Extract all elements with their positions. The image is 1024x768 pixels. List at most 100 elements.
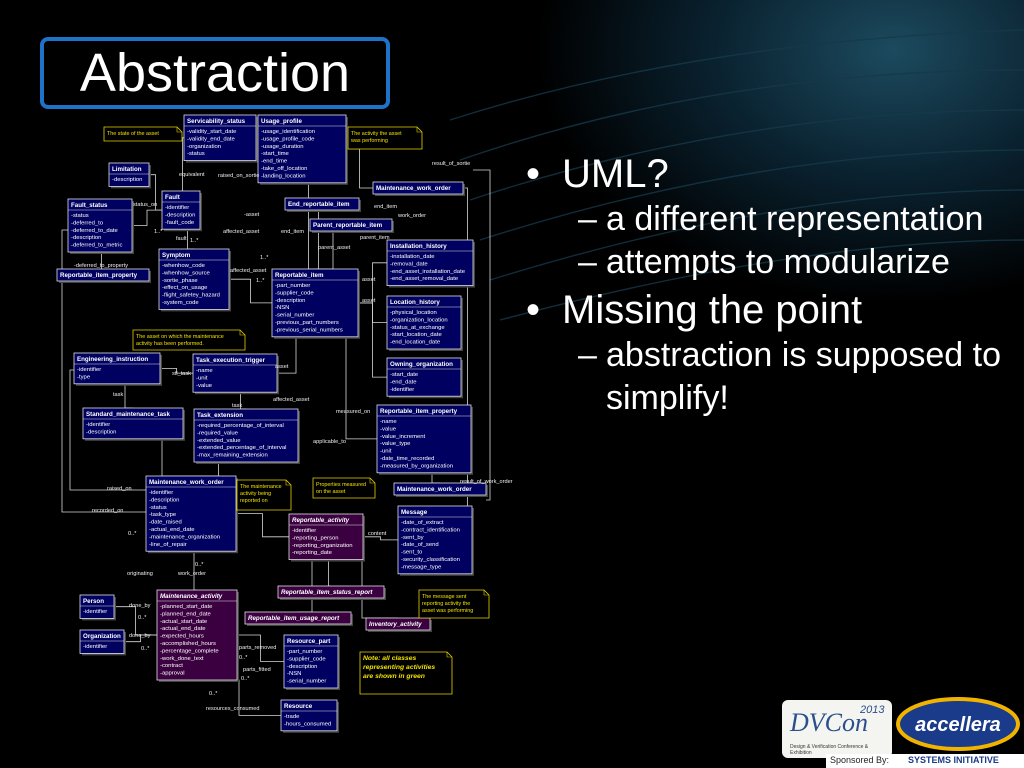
- class-title: Parent_reportable_item: [313, 222, 383, 229]
- class-box: Engineering_instruction-identifier-type: [73, 352, 162, 386]
- note-text: representing activities: [363, 664, 435, 671]
- association-line: [473, 169, 491, 501]
- class-attribute: -maintenance_organization: [149, 534, 220, 540]
- association-lines: [61, 137, 491, 716]
- class-title: Engineering_instruction: [77, 356, 148, 363]
- association-label: -deferred_to_property: [74, 263, 128, 269]
- note-text: The asset on which the maintenance: [136, 334, 224, 340]
- class-box: Fault-identifier-description-fault_code: [161, 190, 202, 232]
- class-attribute: -end_time: [261, 159, 288, 165]
- class-title: Task_extension: [197, 412, 243, 419]
- class-box: Message-date_of_extract-contract_identif…: [397, 505, 474, 576]
- note-box: The state of the asset: [103, 126, 183, 142]
- association-label: resources_consumed: [206, 706, 259, 712]
- class-attribute: -status: [149, 505, 167, 511]
- class-box: Resource_part-part_number-supplier_code-…: [283, 634, 340, 690]
- class-box: Person-identifier: [79, 594, 116, 621]
- slide-title: Abstraction: [79, 43, 351, 103]
- association-label: done_by: [129, 603, 151, 609]
- class-attribute: -extended_value: [197, 438, 241, 444]
- association-label: raised_on: [107, 486, 132, 492]
- class-attribute: -end_date: [390, 379, 417, 385]
- systems-initiative-label: SYSTEMS INITIATIVE: [908, 755, 999, 765]
- association-label: fault: [176, 236, 187, 242]
- association-label: equivalent: [179, 172, 205, 178]
- association-line: [236, 513, 289, 538]
- class-attribute: -type: [77, 374, 91, 380]
- class-attribute: -actual_end_date: [160, 626, 206, 632]
- class-box: Maintenance_work_order: [393, 482, 488, 497]
- note-text: asset was performing: [422, 608, 473, 614]
- class-title: Reportable_item_usage_report: [248, 615, 340, 622]
- class-attribute: -deferred_to_date: [71, 228, 119, 234]
- class-attribute: -organization: [187, 144, 221, 150]
- class-attribute: -landing_location: [261, 173, 306, 179]
- bullet-missing-point: Missing the point: [520, 286, 1010, 334]
- class-box: Maintenance_work_order: [372, 181, 465, 196]
- association-label: 1..*: [190, 238, 199, 244]
- class-attribute: -hours_consumed: [284, 721, 331, 727]
- class-attribute: -contract: [160, 663, 183, 669]
- class-attribute: -part_number: [287, 649, 322, 655]
- association-label: asset: [362, 298, 376, 304]
- class-box: Limitation-description: [108, 162, 151, 189]
- association-label: 0..*: [209, 691, 218, 697]
- association-line: [363, 536, 398, 541]
- class-attribute: -expected_hours: [160, 634, 204, 640]
- sponsor-bar: Sponsored By: SYSTEMS INITIATIVE: [826, 754, 1024, 768]
- dvcon-wordmark: DVCon: [790, 708, 868, 737]
- class-attribute: -removal_date: [390, 261, 428, 267]
- class-box: Reportable_item-part_number-supplier_cod…: [271, 268, 360, 339]
- association-line: [229, 278, 272, 304]
- association-label: result_of_work_order: [460, 479, 513, 485]
- class-attribute: -end_asset_removal_date: [390, 276, 459, 282]
- association-line: [61, 229, 146, 513]
- accellera-logo: accellera: [896, 697, 1020, 751]
- class-attribute: -sent_by: [401, 535, 424, 541]
- class-attribute: -fault_code: [165, 220, 195, 226]
- class-attribute: -usage_duration: [261, 144, 304, 150]
- class-title: Fault: [165, 194, 180, 201]
- association-label: 0..*: [195, 562, 204, 568]
- class-attribute: -validity_end_date: [187, 136, 236, 142]
- class-attribute: -usage_profile_code: [261, 136, 315, 142]
- dvcon-year: 2013: [860, 704, 885, 716]
- class-attribute: -required_percentage_of_interval: [197, 423, 284, 429]
- association-label: task: [232, 403, 242, 409]
- note-text: on the asset: [316, 489, 346, 495]
- sub-bullet-modularize: – attempts to modularize: [520, 241, 1010, 284]
- class-box: Maintenance_work_order-identifier-descri…: [145, 475, 238, 554]
- class-attribute: -description: [287, 664, 317, 670]
- note-text: The message sent: [422, 594, 467, 600]
- class-attribute: -identifier: [292, 528, 316, 534]
- class-title: Reportable_item_status_report: [281, 589, 373, 596]
- class-attribute: -description: [149, 497, 179, 503]
- note-text: was performing: [350, 138, 388, 144]
- note-text: Properties measured: [316, 482, 366, 488]
- class-box: Inventory_activity: [365, 617, 432, 632]
- class-box: Fault_status-status-deferred_to-deferred…: [67, 198, 134, 254]
- title-box: Abstraction: [40, 37, 390, 109]
- class-attribute: -max_remaining_extension: [197, 453, 268, 459]
- class-attribute: -supplier_code: [287, 656, 326, 662]
- class-attribute: -system_code: [162, 300, 199, 306]
- class-title: Task_execution_trigger: [196, 357, 266, 364]
- association-line: [181, 137, 184, 192]
- class-attribute: -message_type: [401, 564, 442, 570]
- association-label: 0..*: [138, 615, 147, 621]
- association-label: parent_asset: [318, 245, 351, 251]
- association-label: work_order: [177, 571, 206, 577]
- class-title: Maintenance_work_order: [376, 185, 451, 192]
- class-attribute: -date_of_send: [401, 542, 439, 548]
- class-attribute: -physical_location: [390, 310, 437, 316]
- sub-bullet-text: attempts to modularize: [606, 243, 950, 281]
- class-title: Usage_profile: [261, 118, 302, 125]
- class-title: Servicability_status: [187, 118, 246, 125]
- association-line: [315, 336, 377, 440]
- class-title: Message: [401, 509, 428, 516]
